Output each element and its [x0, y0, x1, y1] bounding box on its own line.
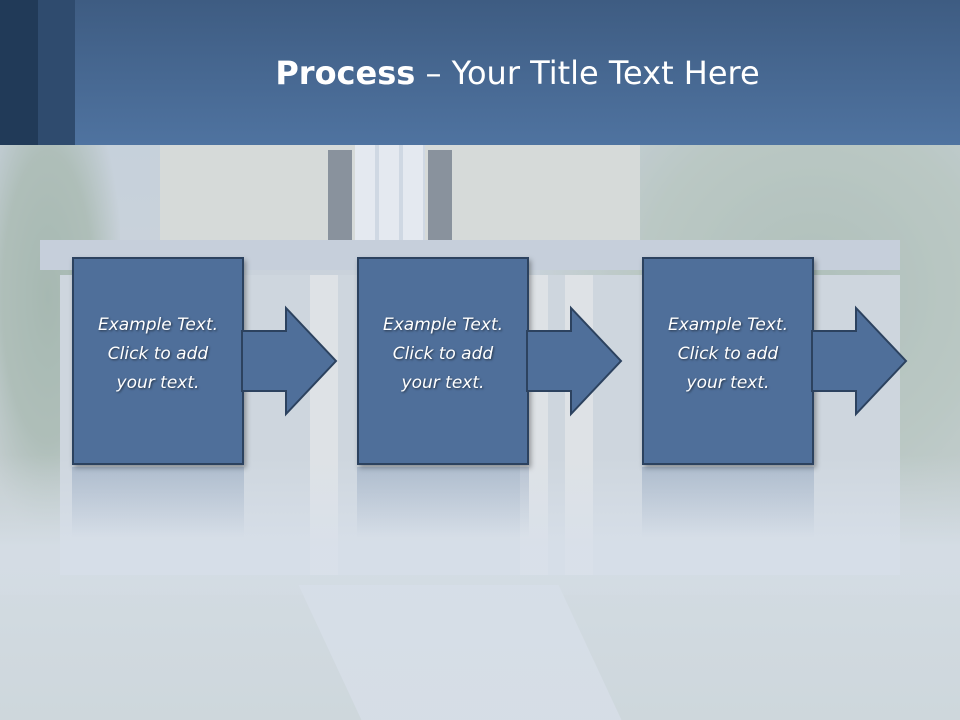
step-box	[72, 257, 244, 465]
title-bar: Process – Your Title Text Here	[0, 0, 960, 145]
step-text-line: Example Text.	[97, 315, 219, 335]
slide-title[interactable]: Process – Your Title Text Here	[75, 54, 960, 92]
right-arrow-icon	[811, 305, 908, 417]
step-text-line: your text.	[686, 373, 770, 393]
step-text-line: your text.	[401, 373, 485, 393]
right-arrow-icon	[241, 305, 338, 417]
step-text[interactable]: Example Text. Click to add your text.	[363, 311, 523, 398]
step-text-line: Click to add	[107, 344, 209, 364]
slide-title-rest: – Your Title Text Here	[415, 54, 760, 92]
slide-title-bold: Process	[275, 54, 416, 92]
process-step-1[interactable]: Example Text. Click to add your text.	[72, 257, 244, 465]
step-text-line: Example Text.	[667, 315, 789, 335]
step-text-line: your text.	[116, 373, 200, 393]
house-window	[355, 145, 425, 240]
step-text-line: Click to add	[677, 344, 779, 364]
step-reflection	[72, 467, 244, 537]
step-text-line: Click to add	[392, 344, 494, 364]
step-text-line: Example Text.	[382, 315, 504, 335]
window-shutter-left	[328, 150, 352, 240]
step-box	[642, 257, 814, 465]
photo-fade-overlay	[0, 455, 960, 720]
window-shutter-right	[428, 150, 452, 240]
header-accent-strip	[38, 0, 75, 145]
right-arrow-icon	[526, 305, 623, 417]
step-text[interactable]: Example Text. Click to add your text.	[78, 311, 238, 398]
process-step-3[interactable]: Example Text. Click to add your text.	[642, 257, 814, 465]
step-box	[357, 257, 529, 465]
step-reflection	[357, 467, 529, 537]
step-reflection	[642, 467, 814, 537]
process-step-2[interactable]: Example Text. Click to add your text.	[357, 257, 529, 465]
step-text[interactable]: Example Text. Click to add your text.	[648, 311, 808, 398]
header-accent-strip-dark	[0, 0, 38, 145]
